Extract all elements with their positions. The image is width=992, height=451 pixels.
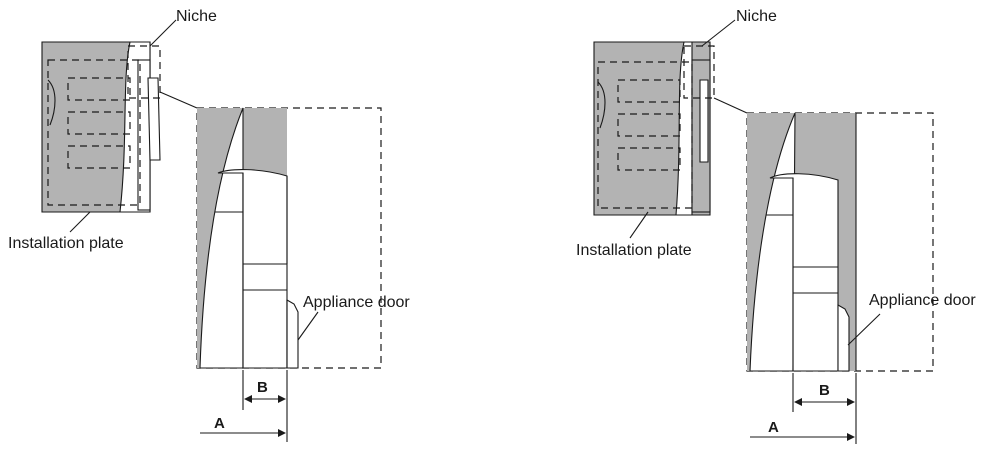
overview-left xyxy=(41,41,198,213)
dimensions-right xyxy=(750,373,857,444)
label-niche: Niche xyxy=(176,8,217,25)
label-appliance-door: Appliance door xyxy=(869,292,976,309)
label-niche: Niche xyxy=(736,8,777,25)
label-dim-a: A xyxy=(768,419,779,436)
detail-left xyxy=(196,107,382,369)
label-dim-a: A xyxy=(214,415,225,432)
label-installation-plate: Installation plate xyxy=(576,242,692,259)
label-dim-b: B xyxy=(257,379,268,396)
detail-right xyxy=(746,112,934,372)
label-dim-b: B xyxy=(819,382,830,399)
dimensions-left xyxy=(200,370,288,442)
diagram-left: Niche Installation plate Appliance door … xyxy=(8,8,410,442)
label-installation-plate: Installation plate xyxy=(8,235,124,252)
label-appliance-door: Appliance door xyxy=(303,294,410,311)
diagram-right: Niche Installation plate Appliance door … xyxy=(576,8,976,444)
overview-right xyxy=(593,41,748,216)
